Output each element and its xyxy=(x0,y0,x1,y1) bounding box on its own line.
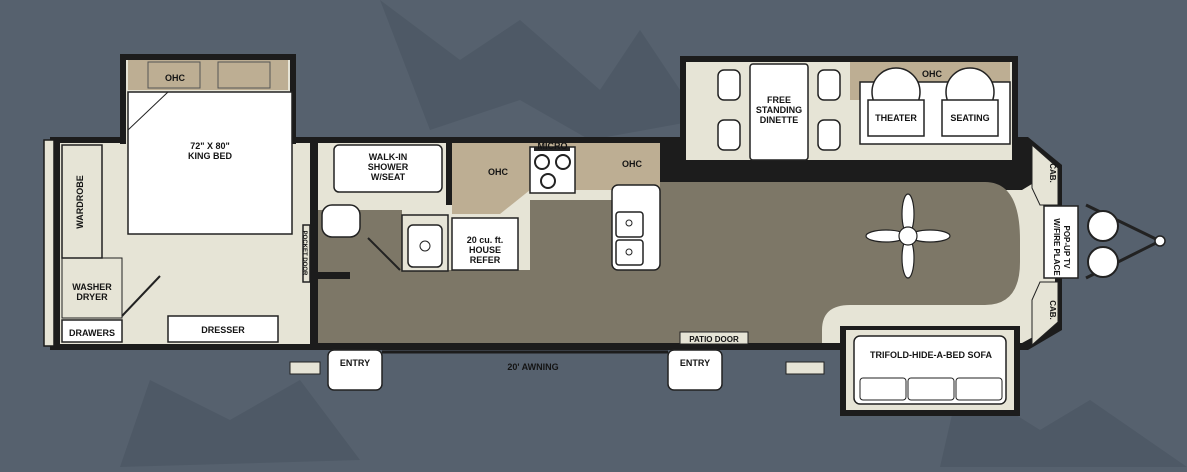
patio-door xyxy=(679,331,749,345)
sofa-cushion xyxy=(955,377,1003,401)
stove-burner-icon xyxy=(534,154,550,170)
bath-wall-left xyxy=(310,143,318,283)
front-cabinet-top xyxy=(1031,143,1059,206)
bath-wall-right xyxy=(446,143,452,205)
walk-in-shower xyxy=(333,144,443,193)
sink-icon xyxy=(615,239,644,266)
hitch-ball xyxy=(1154,235,1166,247)
ohc-kitchen-label: OHC xyxy=(488,167,508,177)
sofa-cushion xyxy=(859,377,907,401)
washer-dryer-label: WASHER DRYER xyxy=(72,282,112,302)
cab-top-label: CAB. xyxy=(1048,163,1057,183)
stove-burner-icon xyxy=(555,154,571,170)
dresser xyxy=(167,315,279,343)
bath-sink-icon xyxy=(407,224,443,268)
entry-right-label: ENTRY xyxy=(679,358,711,368)
rear-cap xyxy=(43,139,55,347)
sofa-label: TRIFOLD-HIDE-A-BED SOFA xyxy=(870,350,992,360)
refer-label: 20 cu. ft. HOUSE REFER xyxy=(466,235,504,265)
entry-left-label: ENTRY xyxy=(339,358,371,368)
ohc-island-label: OHC xyxy=(622,159,642,169)
entry-steps-left xyxy=(327,349,383,391)
ohc-bed-label: OHC xyxy=(165,73,185,83)
bath-door-swing xyxy=(367,237,401,271)
entry-steps-right xyxy=(667,349,723,391)
bed-fold-line xyxy=(127,91,169,131)
bath-wall-bottom xyxy=(318,272,350,279)
background-foliage xyxy=(120,0,1187,467)
tire-icon xyxy=(1087,210,1119,242)
ohc-door-left xyxy=(147,61,201,89)
tv-cabinet xyxy=(1043,205,1079,279)
dinette-table xyxy=(749,63,809,161)
island-ohc-cabinet xyxy=(612,143,660,190)
king-bed-label: 72" X 80" KING BED xyxy=(187,141,232,161)
theater-seat-cushion xyxy=(867,99,925,137)
toilet-icon xyxy=(321,204,361,238)
drawers xyxy=(61,319,123,343)
awning-label: 20' AWNING xyxy=(507,362,559,372)
refrigerator xyxy=(451,217,519,271)
sink-drain xyxy=(419,240,431,252)
wardrobe-label: WARDROBE xyxy=(75,175,85,229)
sink-icon xyxy=(615,211,644,238)
dinette-chair xyxy=(817,119,841,151)
washer-dryer-area xyxy=(61,257,123,319)
bedroom-ohc-cabinet xyxy=(128,60,288,90)
dinette-chair xyxy=(717,69,741,101)
front-cabinet-bottom xyxy=(1031,281,1059,347)
microwave xyxy=(534,147,570,151)
tire-icon xyxy=(1087,246,1119,278)
dresser-label: DRESSER xyxy=(201,325,245,335)
shower-label: WALK-IN SHOWER W/SEAT xyxy=(367,152,409,182)
ohc-theater-label: OHC xyxy=(922,69,942,79)
theater-label: THEATER xyxy=(875,113,917,123)
ohc-door-right xyxy=(217,61,271,89)
awning-arm-left xyxy=(289,361,321,375)
sofa-cushion xyxy=(907,377,955,401)
seating-label: SEATING xyxy=(950,113,990,123)
stove-burner-icon xyxy=(540,173,556,189)
dinette-chair xyxy=(817,69,841,101)
awning-arm-right xyxy=(785,361,825,375)
vinyl-floor xyxy=(318,182,1020,343)
dinette-chair xyxy=(717,119,741,151)
drawers-label: DRAWERS xyxy=(68,328,115,338)
tv-label: POP-UP TV W/FIRE PLACE xyxy=(1052,218,1071,276)
micro-label: MICRO xyxy=(537,141,568,151)
patio-door-label: PATIO DOOR xyxy=(689,335,739,344)
theater-seat-cushion xyxy=(941,99,999,137)
sink-drain xyxy=(625,248,633,256)
cab-bottom-label: CAB. xyxy=(1048,300,1057,320)
king-bed xyxy=(127,91,293,235)
pocket-door-label: POCKET DOOR xyxy=(301,230,307,276)
sink-drain xyxy=(625,219,633,227)
closet-door-swing xyxy=(121,275,161,317)
ceiling-fan-icon xyxy=(865,193,951,279)
dinette-label: FREE STANDING DINETTE xyxy=(755,95,803,125)
wardrobe xyxy=(61,144,103,259)
